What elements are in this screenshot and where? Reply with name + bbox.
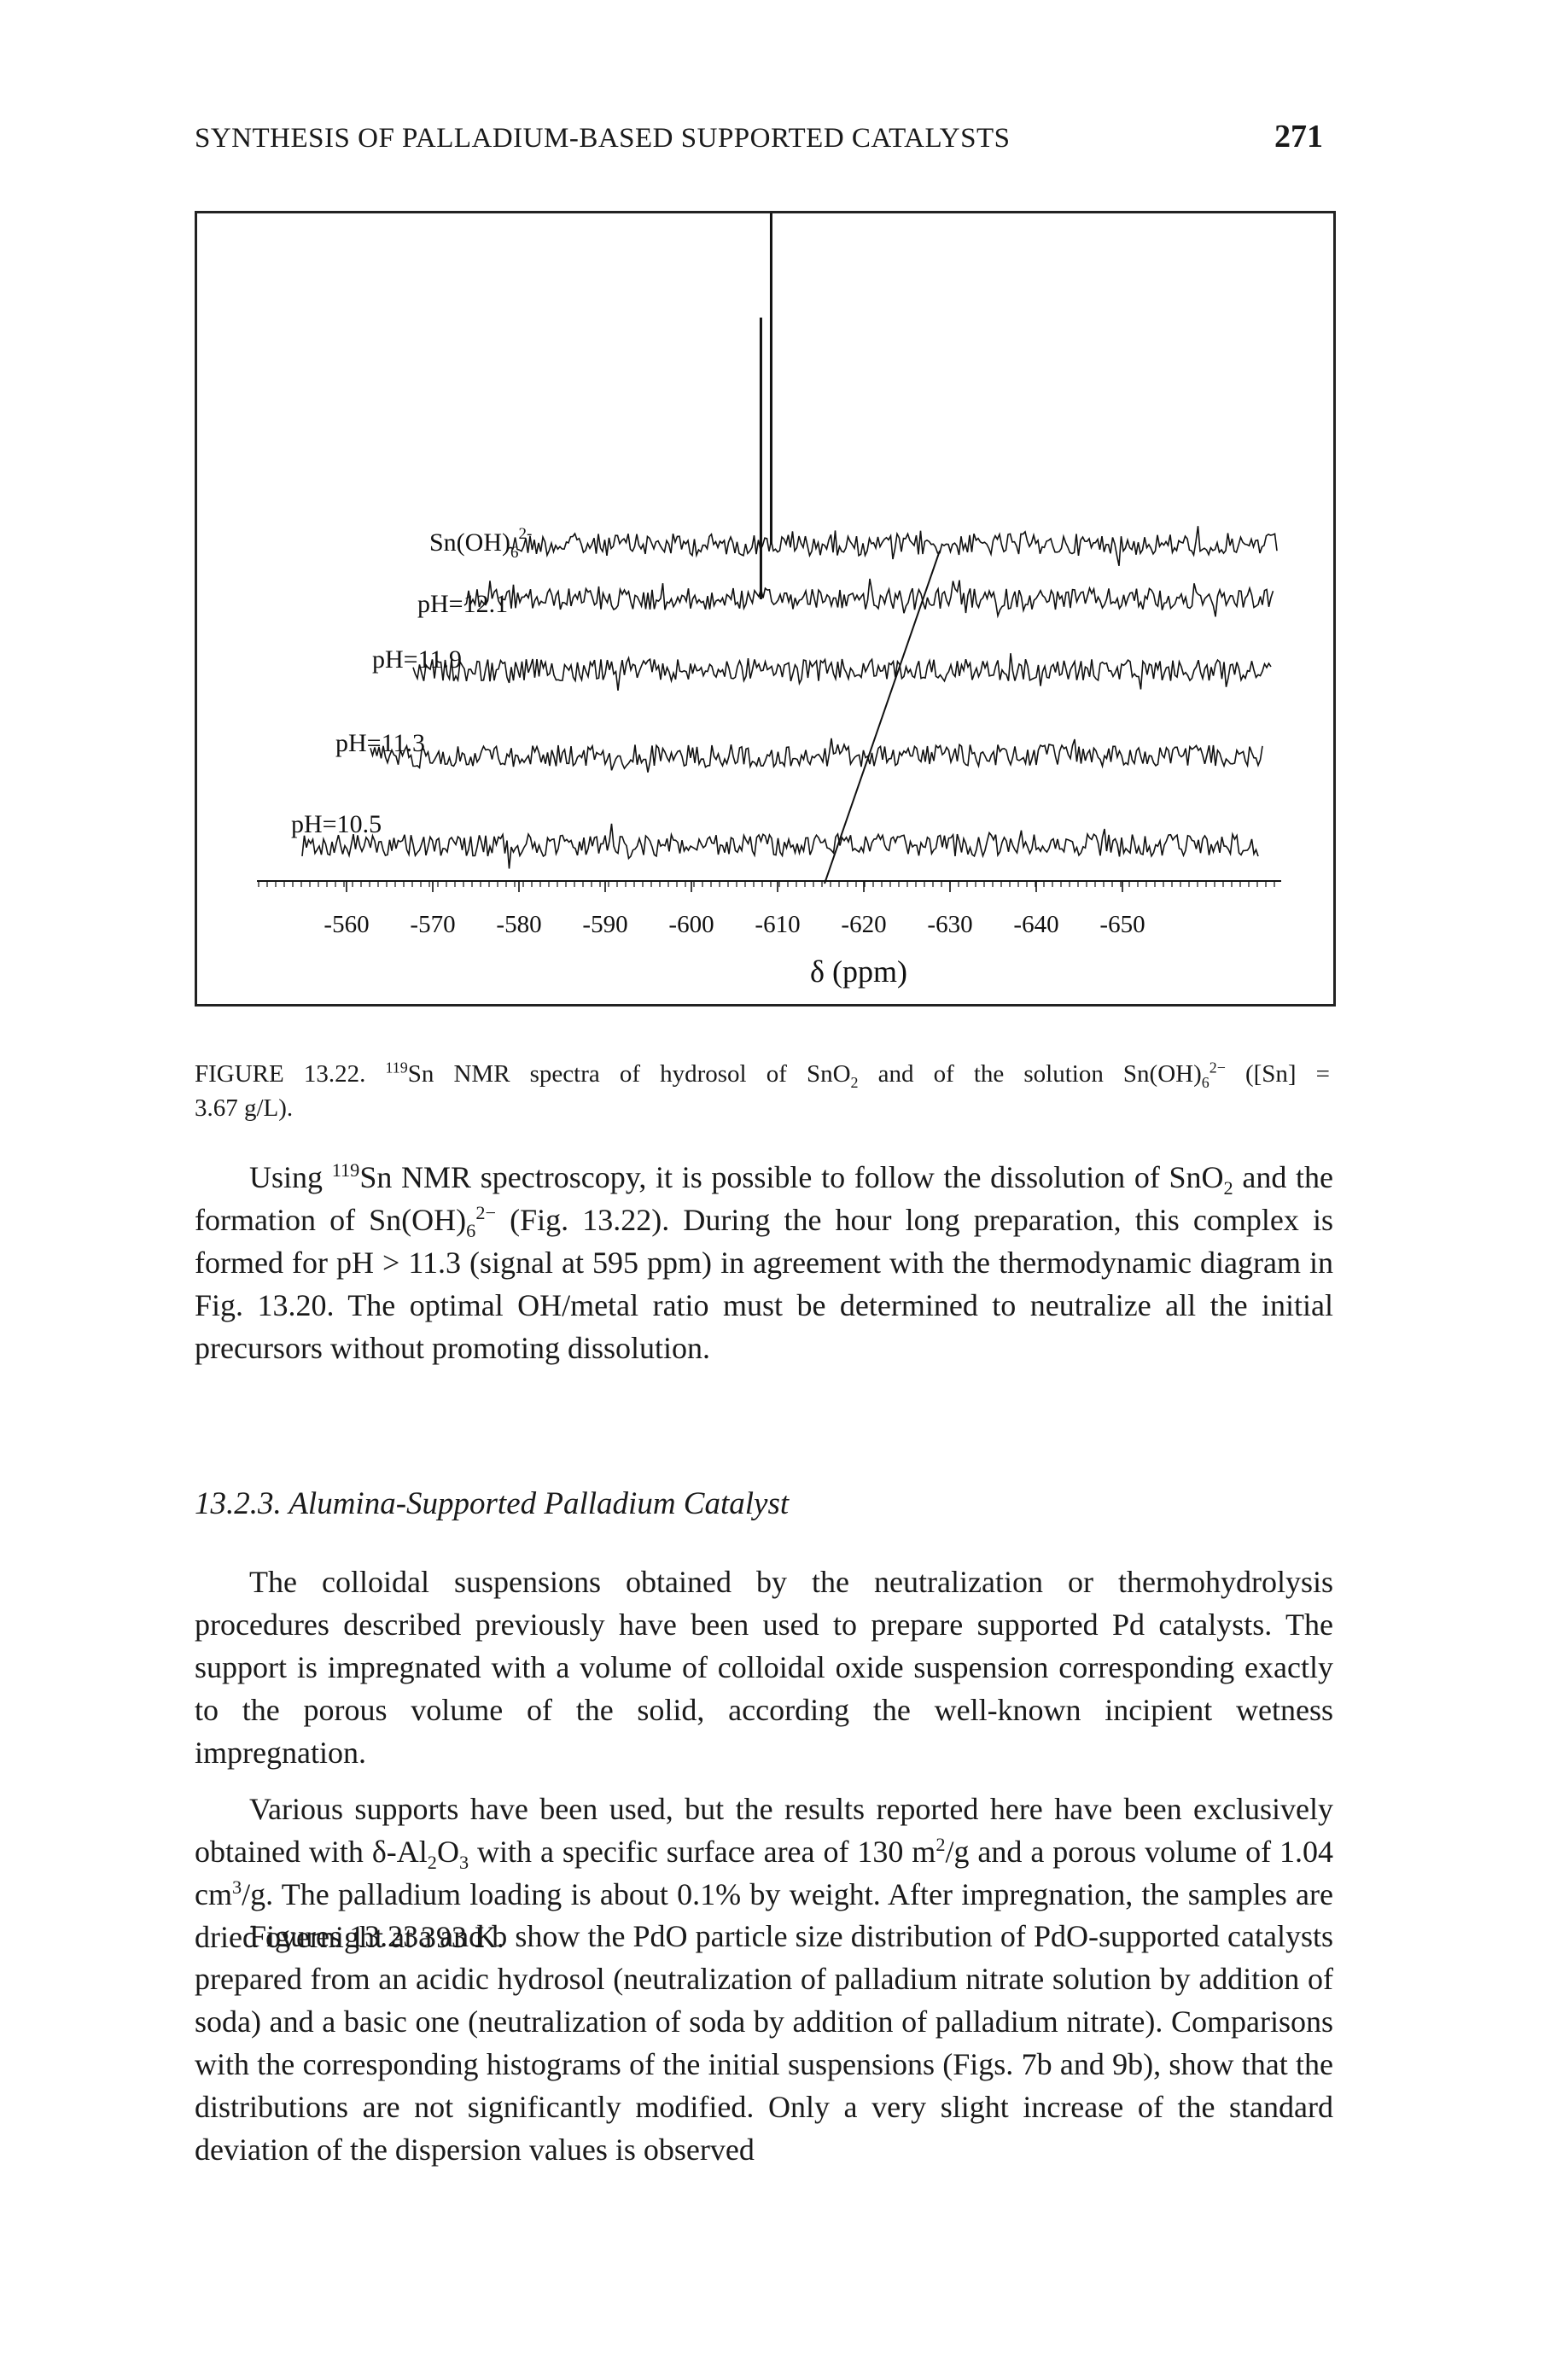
caption-part1: Sn NMR spectra of hydrosol of SnO <box>407 1060 851 1088</box>
spectrum-trace <box>301 823 1259 869</box>
figure-13-22: -560 -570 -580 -590 -600 -610 -620 -630 -640 -650… <box>195 211 1336 1007</box>
para1-text3: and the formation of Sn(OH) <box>195 1160 1333 1237</box>
x-tick-label: -610 <box>755 911 800 938</box>
trace-label-subscript: 6 <box>510 544 519 562</box>
paragraph-4: Figures 13.23a and b show the PdO partic… <box>195 1919 1333 2167</box>
x-tick-label: -590 <box>582 911 627 938</box>
para1-text4: (Fig. 13.22). During the hour long prepa… <box>195 1203 1333 1365</box>
running-head: SYNTHESIS OF PALLADIUM-BASED SUPPORTED C… <box>195 118 1323 169</box>
x-tick-label: -580 <box>496 911 541 938</box>
x-tick-label: -600 <box>668 911 714 938</box>
para3-text1: Various supports have been used, but the… <box>195 1792 1333 1869</box>
x-axis-title: δ (ppm) <box>810 954 907 989</box>
para1-sup2: 2− <box>475 1202 497 1223</box>
para3-sup1: 2 <box>936 1834 946 1855</box>
section-heading: 13.2.3. Alumina-Supported Palladium Cata… <box>195 1486 790 1521</box>
trace-label: pH=12.1 <box>417 590 508 618</box>
para1-isotope: 119 <box>331 1159 360 1181</box>
caption-line2: 3.67 g/L). <box>195 1094 294 1122</box>
x-tick-label: -560 <box>324 911 369 938</box>
caption-label: FIGURE 13.22. <box>195 1060 366 1088</box>
caption-sub2: 6 <box>1201 1073 1210 1091</box>
spectrum-trace <box>370 738 1263 773</box>
caption-isotope: 119 <box>385 1059 408 1077</box>
x-tick-label: -620 <box>841 911 886 938</box>
trace-label: Sn(OH)62- <box>429 525 532 562</box>
para1-text1: Using <box>249 1160 332 1194</box>
spectrum-trace <box>508 526 1278 566</box>
trace-label: pH=11.9 <box>372 645 462 674</box>
caption-part2: and of the solution Sn(OH) <box>858 1060 1202 1088</box>
spectrum-trace <box>412 653 1272 691</box>
caption-sub1: 2 <box>850 1073 859 1091</box>
page-number: 271 <box>1274 119 1323 155</box>
para3-sup2: 3 <box>231 1876 242 1898</box>
running-title: SYNTHESIS OF PALLADIUM-BASED SUPPORTED C… <box>195 123 1011 154</box>
para1-sub2: 6 <box>466 1220 476 1242</box>
para1-sub1: 2 <box>1223 1177 1233 1199</box>
trace-label: pH=10.5 <box>291 810 382 838</box>
para3-text3: with a specific surface area of 130 m <box>469 1835 936 1869</box>
para3-text5: /g. The palladium loading is about 0.1% … <box>195 1877 1333 1954</box>
para1-text2: Sn NMR spectroscopy, it is possible to f… <box>359 1160 1224 1194</box>
figure-caption: FIGURE 13.22. 119Sn NMR spectra of hydro… <box>195 1057 1330 1125</box>
paragraph-3: Various supports have been used, but the… <box>195 1788 1333 1958</box>
spectrum-trace <box>463 578 1274 619</box>
x-tick-label: -630 <box>927 911 972 938</box>
x-tick-label: -640 <box>1013 911 1058 938</box>
nmr-spectra-chart: -560 -570 -580 -590 -600 -610 -620 -630 -640 -650… <box>257 213 1281 989</box>
x-tick-label: -570 <box>410 911 455 938</box>
trace-label-superscript: 2- <box>519 525 533 543</box>
paragraph-1: Using 119Sn NMR spectroscopy, it is poss… <box>195 1156 1333 1369</box>
peak-guide-line <box>824 550 941 884</box>
trace-label: pH=11.3 <box>335 729 425 757</box>
paragraph-2: The colloidal suspensions obtained by th… <box>195 1565 1333 1770</box>
x-tick-label: -650 <box>1099 911 1145 938</box>
para3-text2: O <box>436 1835 459 1869</box>
para3-text4: /g and a porous volume of 1.04 cm <box>195 1835 1333 1911</box>
para3-sub2: 3 <box>458 1852 469 1874</box>
caption-sup2: 2− <box>1209 1059 1226 1077</box>
caption-part3: ([Sn] = <box>1225 1060 1331 1088</box>
para3-sub1: 2 <box>427 1852 437 1874</box>
